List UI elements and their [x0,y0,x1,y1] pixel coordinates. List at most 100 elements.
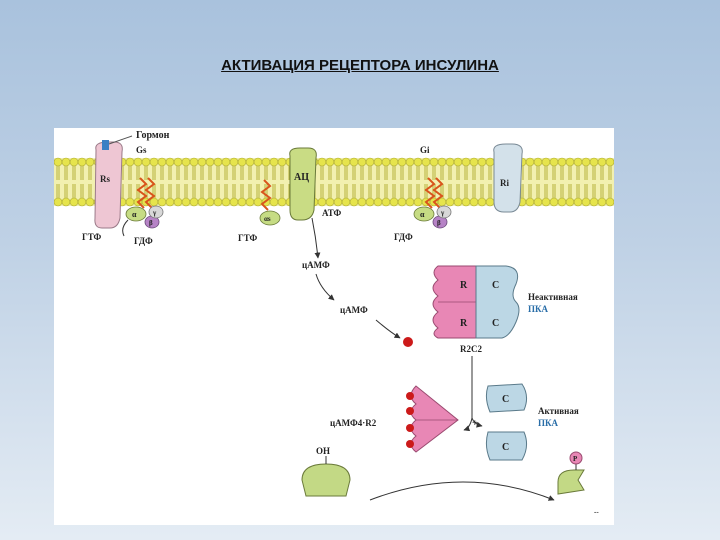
lipid-head [205,197,215,207]
lipid-head [85,197,95,207]
lipid-head [365,197,375,207]
lipid-head [381,157,391,167]
lipid-head [181,197,191,207]
lipid-head [357,197,367,207]
lipid-head [189,157,199,167]
active-label: Активная [538,406,579,416]
lipid-head [317,197,327,207]
lipid-head [277,197,287,207]
lipid-head [237,157,247,167]
svg-text:β: β [437,219,441,227]
lipid-head [61,197,71,207]
lipid-head [141,157,151,167]
lipid-head [125,157,135,167]
lipid-head [453,197,463,207]
lipid-head [54,157,63,167]
lipid-head [245,157,255,167]
ri-receptor: Ri [493,143,523,213]
lipid-head [333,197,343,207]
svg-text:γ: γ [440,209,445,217]
lipid-head [77,157,87,167]
lipid-head [133,157,143,167]
lipid-head [373,157,383,167]
lipid-head [565,197,575,207]
lipid-head [341,157,351,167]
lipid-head [277,157,287,167]
lipid-head [469,157,479,167]
lipid-head [61,157,71,167]
lipid-head [85,157,95,167]
lipid-head [541,197,551,207]
oh-label: OH [316,446,330,456]
lipid-head [605,157,614,167]
lipid-head [229,197,239,207]
lipid-head [533,157,543,167]
svg-text:α: α [420,210,425,219]
lipid-head [525,197,535,207]
svg-text:C: C [492,280,499,291]
lipid-head [469,197,479,207]
gi-protein: α β γ Gi ГДФ [394,145,452,242]
lipid-head [69,197,79,207]
gs-label: Gs [136,145,147,155]
lipid-head [213,157,223,167]
lipid-head [413,197,423,207]
lipid-head [573,157,583,167]
svg-text:αs: αs [264,215,271,223]
gdp-label-right: ГДФ [394,232,413,242]
gamma-subunit [148,205,164,219]
lipid-head [157,197,167,207]
svg-text:C: C [502,442,509,453]
svg-text:α: α [132,210,137,219]
lipid-head [213,197,223,207]
lipid-head [397,197,407,207]
lipid-head [453,157,463,167]
camp4r2-label: цАМФ4·R2 [330,418,377,428]
lipid-head [381,197,391,207]
inactive-label: Неактивная [528,292,578,302]
lipid-head [565,157,575,167]
lipid-head [189,197,199,207]
lipid-head [373,197,383,207]
lipid-head [389,197,399,207]
lipid-head [389,157,399,167]
lipid-head [477,157,487,167]
lipid-head [221,157,231,167]
lipid-head [597,157,607,167]
lipid-head [341,197,351,207]
lipid-head [165,157,175,167]
plus-sign: + [472,418,478,429]
svg-text:C: C [492,318,499,329]
lipid-head [581,197,591,207]
lipid-head [461,157,471,167]
lipid-head [253,157,263,167]
rs-label: Rs [100,174,110,184]
svg-text:P: P [573,455,578,463]
ri-label: Ri [500,178,509,188]
lipid-head [237,197,247,207]
lipid-head [405,157,415,167]
lipid-head [157,157,167,167]
lipid-head [197,157,207,167]
lipid-head [605,197,614,207]
adenylate-cyclase: АЦ АТФ [289,147,342,259]
lipid-head [533,197,543,207]
lipid-head [261,157,271,167]
lipid-head [325,197,335,207]
lipid-head [333,157,343,167]
alpha-s-gtp: αs ГТФ [238,179,281,243]
gdp-label-left: ГДФ [134,236,153,246]
inactive-pka-label: ПКА [528,304,549,314]
lipid-head [477,197,487,207]
lipid-head [245,197,255,207]
lipid-head [445,157,455,167]
lipid-head [573,197,583,207]
lipid-head [397,157,407,167]
lipid-head [197,197,207,207]
lipid-head [549,197,559,207]
slide-title: АКТИВАЦИЯ РЕЦЕПТОРА ИНСУЛИНА [221,57,499,74]
lipid-head [54,197,63,207]
rs-receptor: Гормон Gs Rs [94,130,170,229]
lipid-head [365,157,375,167]
substrate-phosphorylation: OH P -- [301,446,599,516]
